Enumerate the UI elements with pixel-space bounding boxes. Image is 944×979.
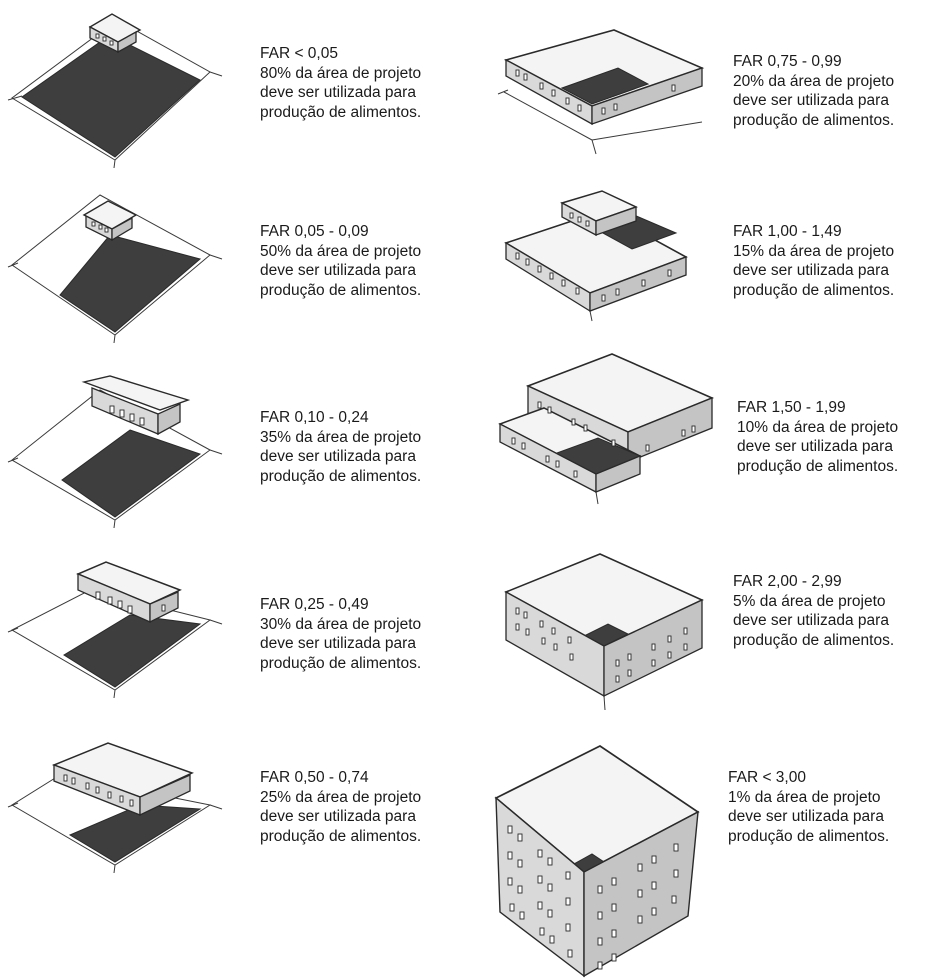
site-illustration-3	[7, 375, 223, 529]
caption-line: deve ser utilizada para	[260, 808, 416, 825]
site-illustration-4	[7, 561, 223, 699]
site-illustration-6	[497, 29, 705, 155]
caption-line: produção de alimentos.	[260, 281, 422, 299]
caption-line: deve ser utilizada para	[733, 612, 889, 629]
caption-line: deve ser utilizada para	[737, 438, 893, 455]
far-range: FAR 1,00 - 1,49	[733, 223, 842, 240]
food-production-area-icon	[560, 67, 650, 105]
site-illustration-2	[7, 194, 223, 344]
food-percentage: 20% da área de projeto	[733, 72, 895, 90]
caption-line: deve ser utilizada para	[733, 92, 889, 109]
far-caption-2: FAR 0,05 - 0,09 50% da área de projeto d…	[260, 222, 421, 300]
far-caption-3: FAR 0,10 - 0,24 35% da área de projeto d…	[260, 408, 421, 486]
food-percentage: 5% da área de projeto	[733, 592, 886, 610]
caption-line: deve ser utilizada para	[260, 635, 416, 652]
caption-line: deve ser utilizada para	[260, 448, 416, 465]
site-illustration-7	[504, 190, 688, 322]
site-illustration-8	[498, 353, 715, 505]
food-production-area-icon	[61, 429, 202, 518]
food-production-area-icon	[68, 804, 202, 863]
food-percentage: 15% da área de projeto	[733, 242, 895, 260]
food-production-area-icon	[63, 614, 202, 688]
site-illustration-5	[7, 742, 223, 874]
caption-line: produção de alimentos.	[260, 827, 422, 845]
caption-line: produção de alimentos.	[733, 111, 895, 129]
site-illustration-10	[494, 745, 700, 978]
caption-line: produção de alimentos.	[260, 103, 422, 121]
food-percentage: 50% da área de projeto	[260, 242, 422, 260]
caption-line: produção de alimentos.	[728, 827, 890, 845]
caption-line: produção de alimentos.	[733, 631, 895, 649]
far-range: FAR < 3,00	[728, 769, 806, 786]
caption-line: produção de alimentos.	[260, 654, 422, 672]
far-caption-6: FAR 0,75 - 0,99 20% da área de projeto d…	[733, 52, 894, 130]
caption-line: produção de alimentos.	[737, 457, 899, 475]
food-percentage: 25% da área de projeto	[260, 788, 422, 806]
caption-line: produção de alimentos.	[733, 281, 895, 299]
caption-line: produção de alimentos.	[260, 467, 422, 485]
site-illustration-1	[7, 13, 223, 169]
food-percentage: 1% da área de projeto	[728, 788, 881, 806]
caption-line: deve ser utilizada para	[260, 84, 416, 101]
far-range: FAR 0,75 - 0,99	[733, 53, 842, 70]
food-percentage: 30% da área de projeto	[260, 615, 422, 633]
food-percentage: 35% da área de projeto	[260, 428, 422, 446]
food-production-area-icon	[21, 34, 201, 158]
far-range: FAR 2,00 - 2,99	[733, 573, 842, 590]
far-caption-4: FAR 0,25 - 0,49 30% da área de projeto d…	[260, 595, 421, 673]
caption-line: deve ser utilizada para	[733, 262, 889, 279]
far-caption-1: FAR < 0,05 80% da área de projeto deve s…	[260, 44, 421, 122]
far-range: FAR 0,50 - 0,74	[260, 769, 369, 786]
site-illustration-9	[504, 553, 704, 711]
food-production-area-icon	[59, 234, 202, 333]
far-range: FAR < 0,05	[260, 45, 338, 62]
far-caption-9: FAR 2,00 - 2,99 5% da área de projeto de…	[733, 572, 894, 650]
food-percentage: 80% da área de projeto	[260, 64, 422, 82]
food-percentage: 10% da área de projeto	[737, 418, 899, 436]
far-caption-8: FAR 1,50 - 1,99 10% da área de projeto d…	[737, 398, 898, 476]
far-caption-5: FAR 0,50 - 0,74 25% da área de projeto d…	[260, 768, 421, 846]
far-caption-10: FAR < 3,00 1% da área de projeto deve se…	[728, 768, 889, 846]
far-range: FAR 0,05 - 0,09	[260, 223, 369, 240]
far-range: FAR 0,25 - 0,49	[260, 596, 369, 613]
far-caption-7: FAR 1,00 - 1,49 15% da área de projeto d…	[733, 222, 894, 300]
caption-line: deve ser utilizada para	[260, 262, 416, 279]
far-range: FAR 0,10 - 0,24	[260, 409, 369, 426]
far-range: FAR 1,50 - 1,99	[737, 399, 846, 416]
caption-line: deve ser utilizada para	[728, 808, 884, 825]
